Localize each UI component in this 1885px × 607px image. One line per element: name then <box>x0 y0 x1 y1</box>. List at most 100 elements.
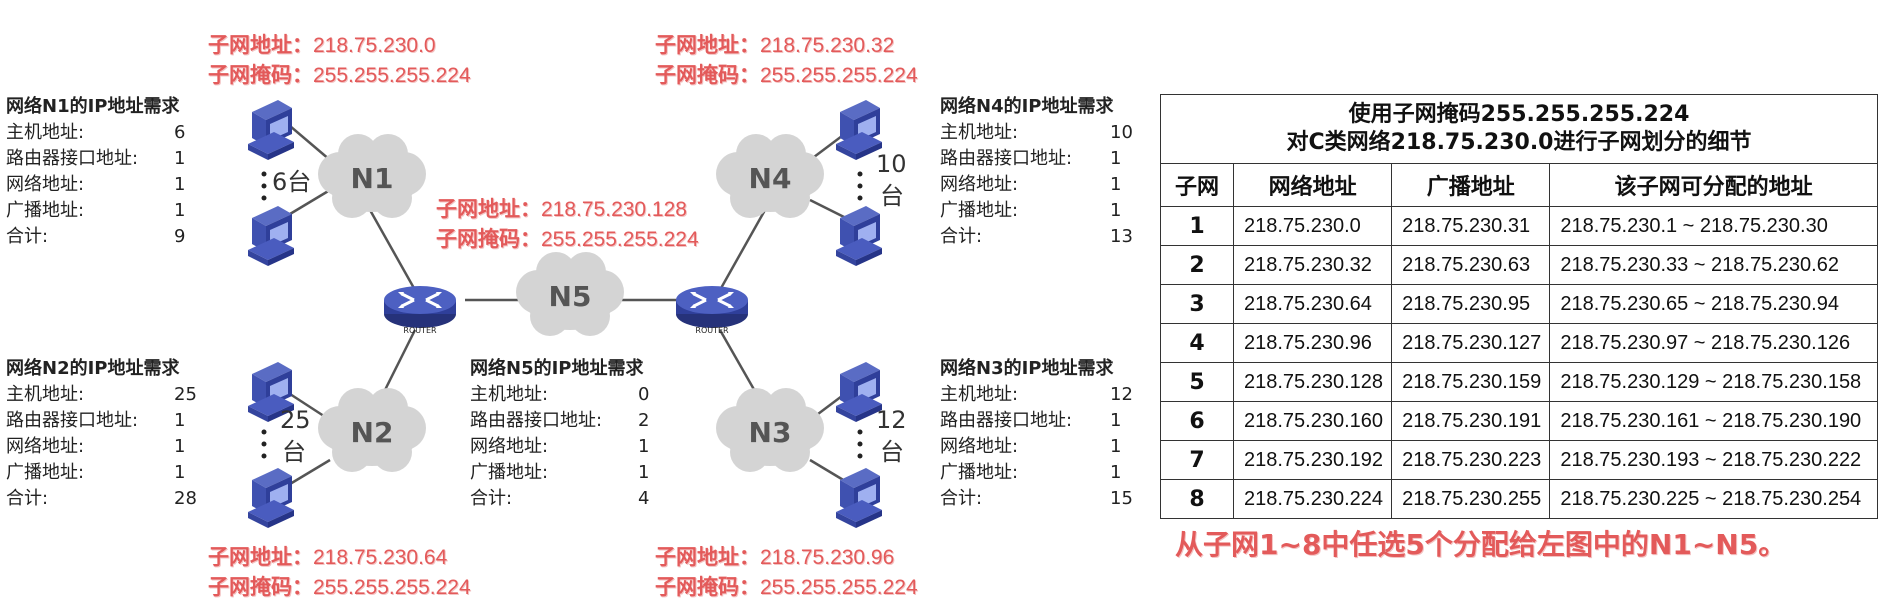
req-n1-value: 1 <box>174 200 186 221</box>
req-n3-title: 网络N3的IP地址需求 <box>940 358 1114 379</box>
cloud-n4-label: N4 <box>749 162 792 195</box>
table-cell-range: 218.75.230.1 ~ 218.75.230.30 <box>1549 206 1878 246</box>
n2-host-count-num: 25 <box>280 406 311 434</box>
table-row: 3 218.75.230.64 218.75.230.95 218.75.230… <box>1160 284 1878 324</box>
router-right-label: ROUTER <box>695 326 729 335</box>
table-caption-line2: 对C类网络218.75.230.0进行子网划分的细节 <box>1286 130 1752 155</box>
table-row: 4 218.75.230.96 218.75.230.127 218.75.23… <box>1160 323 1878 363</box>
subnet-n5-mask-label: 子网掩码： <box>436 227 541 251</box>
req-n2: 网络N2的IP地址需求 主机地址:25 路由器接口地址:1 网络地址:1 广播地… <box>6 356 206 512</box>
table-cell-range: 218.75.230.225 ~ 218.75.230.254 <box>1549 479 1878 519</box>
req-n4-key: 路由器接口地址: <box>940 148 1073 169</box>
req-n5-value: 0 <box>638 384 650 405</box>
subnet-n4-addr: 子网地址：218.75.230.32 <box>655 30 894 61</box>
table-row: 2 218.75.230.32 218.75.230.63 218.75.230… <box>1160 245 1878 285</box>
table-cell-subnet: 1 <box>1160 206 1234 246</box>
req-n1-value: 9 <box>174 226 186 247</box>
req-n2-key: 网络地址: <box>6 436 85 457</box>
req-n2-value: 1 <box>174 410 186 431</box>
subnet-n2-mask-label: 子网掩码： <box>208 575 313 599</box>
cloud-n5-label: N5 <box>549 280 592 313</box>
subnet-n1-mask-value: 255.255.255.224 <box>313 64 471 87</box>
subnet-n4-addr-value: 218.75.230.32 <box>760 34 895 57</box>
cloud-n2-label: N2 <box>351 416 394 449</box>
req-n2-key: 主机地址: <box>6 384 85 405</box>
table-cell-subnet: 2 <box>1160 245 1234 285</box>
subnet-n3-mask-label: 子网掩码： <box>655 575 760 599</box>
router-left: ROUTER <box>382 284 458 335</box>
cloud-n1: N1 <box>318 134 426 218</box>
table-cell-broadcast: 218.75.230.191 <box>1391 401 1551 441</box>
subnet-table: 使用子网掩码255.255.255.224 对C类网络218.75.230.0进… <box>1160 94 1878 519</box>
req-n3-key: 合计: <box>940 488 983 509</box>
pc-n1-top <box>248 100 294 160</box>
pc-n4-bottom <box>836 206 882 266</box>
req-n2-value: 1 <box>174 462 186 483</box>
req-n4-value: 13 <box>1110 226 1133 247</box>
req-n1-value: 6 <box>174 122 186 143</box>
subnet-n4-addr-label: 子网地址： <box>655 33 760 57</box>
table-cell-subnet: 8 <box>1160 479 1234 519</box>
subnet-n4-mask-value: 255.255.255.224 <box>760 64 918 87</box>
req-n3-value: 1 <box>1110 462 1122 483</box>
table-cell-network: 218.75.230.192 <box>1232 440 1393 480</box>
req-n4-key: 主机地址: <box>940 122 1019 143</box>
subnet-n2-addr-value: 218.75.230.64 <box>313 546 448 569</box>
req-n1-value: 1 <box>174 148 186 169</box>
table-cell-subnet: 4 <box>1160 323 1234 363</box>
dots-group <box>261 171 863 459</box>
req-n3-key: 网络地址: <box>940 436 1019 457</box>
req-n5-value: 4 <box>638 488 650 509</box>
table-header-network-address: 网络地址 <box>1232 163 1393 207</box>
table-cell-subnet: 5 <box>1160 362 1234 402</box>
n4-host-count-num: 10 <box>876 150 907 178</box>
table-cell-network: 218.75.230.32 <box>1232 245 1393 285</box>
req-n4-key: 网络地址: <box>940 174 1019 195</box>
req-n5-key: 路由器接口地址: <box>470 410 603 431</box>
subnet-n1-mask: 子网掩码：255.255.255.224 <box>208 60 471 91</box>
req-n3-key: 广播地址: <box>940 462 1019 483</box>
req-n5-key: 主机地址: <box>470 384 549 405</box>
req-n2-title: 网络N2的IP地址需求 <box>6 358 180 379</box>
table-row: 7 218.75.230.192 218.75.230.223 218.75.2… <box>1160 440 1878 480</box>
subnet-n2-mask: 子网掩码：255.255.255.224 <box>208 572 471 603</box>
req-n4-key: 合计: <box>940 226 983 247</box>
subnet-n1-addr-label: 子网地址： <box>208 33 313 57</box>
subnet-n5-addr-value: 218.75.230.128 <box>541 198 687 221</box>
table-cell-broadcast: 218.75.230.63 <box>1391 245 1551 285</box>
req-n4-key: 广播地址: <box>940 200 1019 221</box>
cloud-n4: N4 <box>716 134 824 218</box>
table-cell-range: 218.75.230.129 ~ 218.75.230.158 <box>1549 362 1878 402</box>
req-n5-key: 合计: <box>470 488 513 509</box>
cloud-n5: N5 <box>516 252 624 336</box>
table-cell-range: 218.75.230.97 ~ 218.75.230.126 <box>1549 323 1878 363</box>
req-n5-value: 1 <box>638 436 650 457</box>
table-cell-broadcast: 218.75.230.255 <box>1391 479 1551 519</box>
req-n3: 网络N3的IP地址需求 主机地址:12 路由器接口地址:1 网络地址:1 广播地… <box>940 356 1140 512</box>
pc-n2-bottom <box>248 468 294 528</box>
table-row: 8 218.75.230.224 218.75.230.255 218.75.2… <box>1160 479 1878 519</box>
subnet-n1-addr: 子网地址：218.75.230.0 <box>208 30 436 61</box>
table-row: 6 218.75.230.160 218.75.230.191 218.75.2… <box>1160 401 1878 441</box>
router-right: ROUTER <box>674 284 750 335</box>
n4-host-count-unit: 台 <box>880 182 904 210</box>
req-n5-key: 网络地址: <box>470 436 549 457</box>
req-n1-key: 网络地址: <box>6 174 85 195</box>
table-cell-range: 218.75.230.33 ~ 218.75.230.62 <box>1549 245 1878 285</box>
table-cell-network: 218.75.230.0 <box>1232 206 1393 246</box>
n3-host-count-unit: 台 <box>880 438 904 466</box>
req-n3-value: 12 <box>1110 384 1133 405</box>
req-n5: 网络N5的IP地址需求 主机地址:0 路由器接口地址:2 网络地址:1 广播地址… <box>470 356 670 512</box>
cloud-n3: N3 <box>716 388 824 472</box>
table-cell-broadcast: 218.75.230.127 <box>1391 323 1551 363</box>
subnet-n3-mask: 子网掩码：255.255.255.224 <box>655 572 918 603</box>
table-header-subnet: 子网 <box>1160 163 1234 207</box>
req-n1-key: 路由器接口地址: <box>6 148 139 169</box>
table-cell-broadcast: 218.75.230.159 <box>1391 362 1551 402</box>
req-n2-key: 合计: <box>6 488 49 509</box>
n1-host-count: 6台 <box>272 168 311 196</box>
n2-host-count-unit: 台 <box>282 438 306 466</box>
cloud-n3-label: N3 <box>749 416 792 449</box>
subnet-n2-mask-value: 255.255.255.224 <box>313 576 471 599</box>
table-row: 5 218.75.230.128 218.75.230.159 218.75.2… <box>1160 362 1878 402</box>
